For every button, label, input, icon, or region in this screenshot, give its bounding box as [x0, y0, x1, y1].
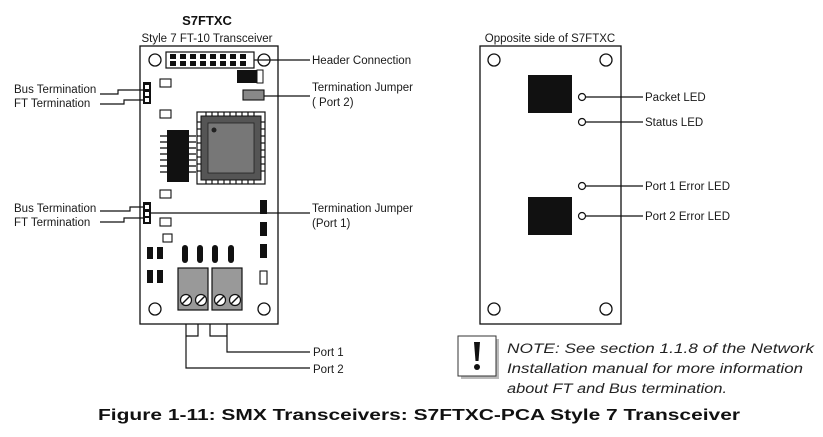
- label-termination-jumper-port2-line1: Termination Jumper: [312, 82, 413, 94]
- terminal-block: [177, 267, 243, 311]
- lower-chip: [528, 197, 572, 235]
- label-port2-error-led: Port 2 Error LED: [645, 211, 730, 223]
- mounting-hole: [599, 302, 613, 316]
- note-line-1: NOTE: See section 1.1.8 of the Network: [507, 341, 816, 356]
- label-termination-jumper-port2-line2: ( Port 2): [312, 97, 354, 109]
- label-status-led: Status LED: [645, 117, 703, 129]
- mounting-hole: [487, 302, 501, 316]
- right-board-title: Opposite side of S7FTXC: [485, 33, 615, 45]
- label-ft-termination-bottom: FT Termination: [14, 217, 90, 229]
- port1-error-led: [577, 181, 587, 191]
- opposite-side-board: [479, 45, 622, 325]
- label-termination-jumper-port1-line1: Termination Jumper: [312, 203, 413, 215]
- label-port1: Port 1: [313, 347, 344, 359]
- mounting-hole: [599, 53, 613, 67]
- bottom-termination-jumper: [143, 202, 151, 224]
- mounting-hole: [148, 302, 162, 316]
- s7ftxc-board: [139, 45, 279, 325]
- note-line-2: Installation manual for more information: [507, 361, 803, 376]
- processor-chip: [196, 111, 266, 185]
- status-led: [577, 117, 587, 127]
- label-termination-jumper-port1-line2: (Port 1): [312, 218, 351, 230]
- figure-caption: Figure 1-11: SMX Transceivers: S7FTXC-PC…: [98, 407, 740, 424]
- port2-error-led: [577, 211, 587, 221]
- left-board-title: S7FTXC: [182, 13, 232, 28]
- left-board-subtitle: Style 7 FT-10 Transceiver: [141, 33, 272, 45]
- top-termination-jumper: [143, 82, 151, 104]
- label-ft-termination-top: FT Termination: [14, 98, 90, 110]
- mounting-hole: [257, 302, 271, 316]
- mounting-hole: [148, 53, 162, 67]
- exclamation-icon: [457, 335, 499, 379]
- label-port1-error-led: Port 1 Error LED: [645, 181, 730, 193]
- label-bus-termination-bottom: Bus Termination: [14, 203, 96, 215]
- label-bus-termination-top: Bus Termination: [14, 84, 96, 96]
- label-port2: Port 2: [313, 364, 344, 376]
- label-header-connection: Header Connection: [312, 55, 411, 67]
- upper-chip: [528, 75, 572, 113]
- note-line-3: about FT and Bus termination.: [507, 381, 727, 396]
- label-packet-led: Packet LED: [645, 92, 706, 104]
- header-connector: [165, 51, 255, 69]
- soic-chip: [160, 130, 196, 182]
- mounting-hole: [487, 53, 501, 67]
- packet-led: [577, 92, 587, 102]
